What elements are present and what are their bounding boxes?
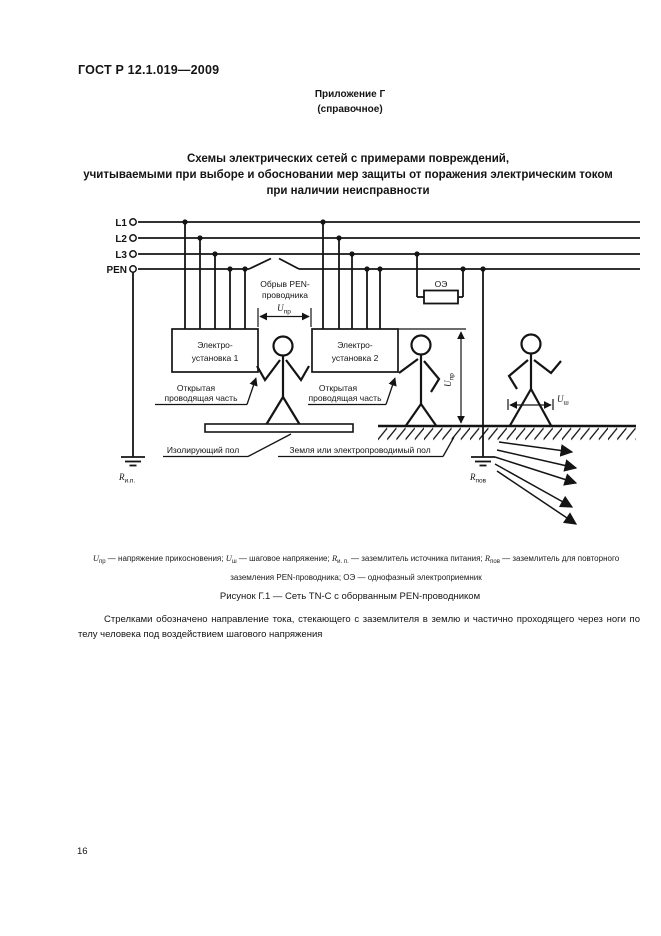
label-u-pr-top: Uпр: [277, 303, 291, 316]
svg-text:Земля или электропроводимый по: Земля или электропроводимый пол: [289, 445, 430, 455]
legend-item: Uш — шаговое напряжение;: [225, 553, 332, 565]
svg-text:Открытая: Открытая: [319, 383, 358, 393]
installation-1-box: Электро- установка 1: [171, 328, 259, 373]
label-l2: L2: [115, 234, 127, 245]
taps-installation-2: [320, 219, 383, 330]
section-title-line2: учитываемыми при выборе и обосновании ме…: [83, 169, 613, 181]
break-label-line2: проводника: [262, 290, 308, 300]
page-number: 16: [77, 846, 88, 857]
label-oz: ОЭ: [435, 279, 448, 289]
label-l3: L3: [115, 250, 127, 261]
label-u-sh: Uш: [557, 394, 569, 407]
installation-2-box: Электро- установка 2: [311, 328, 399, 373]
dimension-u-pr-right: [398, 328, 466, 424]
installation-1-label-line2: установка 1: [192, 353, 239, 363]
svg-text:Изолирующий пол: Изолирующий пол: [167, 445, 239, 455]
legend-item: Uпр — напряжение прикосновения;: [92, 553, 226, 565]
pen-break-tick-left: [248, 257, 272, 270]
current-spread-arrows: [494, 441, 578, 525]
section-title: Схемы электрических сетей с примерами по…: [38, 151, 658, 199]
callout-exposed-part-right: Открытая проводящая часть: [308, 377, 397, 406]
section-title-line1: Схемы электрических сетей с примерами по…: [186, 153, 510, 165]
legend-item: Rпов — заземлитель для повторного заземл…: [230, 553, 620, 582]
terminal-circle-l2: [129, 234, 137, 242]
person-3: [507, 333, 562, 427]
appendix-subtitle: (справочное): [317, 104, 383, 115]
single-phase-load: [414, 251, 466, 305]
svg-text:Открытая: Открытая: [177, 383, 216, 393]
callout-insulating-floor: Изолирующий пол: [163, 433, 292, 458]
pen-break-tick-right: [278, 257, 300, 270]
figure-legend: Uпр — напряжение прикосновения; Uш — шаг…: [70, 551, 642, 585]
svg-text:проводящая часть: проводящая часть: [309, 393, 383, 403]
callout-exposed-part-left: Открытая проводящая часть: [155, 377, 258, 406]
installation-2-label-line2: установка 2: [332, 353, 379, 363]
person-2: [398, 334, 441, 427]
svg-text:проводящая часть: проводящая часть: [165, 393, 239, 403]
bus-labels: L1 L2 L3 PEN: [106, 218, 127, 276]
standard-reference: ГОСТ Р 12.1.019—2009: [78, 63, 220, 77]
figure-caption: Рисунок Г.1 — Сеть TN-C с оборванным PEN…: [219, 591, 481, 602]
callout-conductive-ground: Земля или электропроводимый пол: [278, 436, 455, 458]
note-paragraph: Стрелками обозначено направление тока, с…: [78, 614, 640, 640]
pen-break-callout: Обрыв PEN- проводника: [260, 279, 310, 300]
legend-item: ОЭ — однофазный электроприемник: [343, 573, 482, 582]
taps-installation-1: [182, 219, 248, 330]
installation-1-label-line1: Электро-: [197, 340, 233, 350]
label-u-pr-right: Uпр: [443, 373, 456, 387]
appendix-heading: Приложение Г (справочное): [60, 87, 640, 117]
terminal-circle-pen: [129, 265, 137, 273]
terminal-circle-l1: [129, 218, 137, 226]
insulating-floor: [204, 423, 354, 433]
dimension-u-pr-top: [257, 308, 312, 327]
installation-2-label-line1: Электро-: [337, 340, 373, 350]
source-earth-conductor: [121, 272, 145, 467]
bus-lines: [129, 218, 640, 273]
legend-item: Rи. п. — заземлитель источника питания;: [331, 553, 485, 565]
label-r-pov: Rпов: [469, 472, 487, 485]
label-r-ip: Rи.п.: [118, 472, 135, 485]
dimension-u-sh: [507, 399, 554, 410]
person-1: [256, 335, 310, 426]
terminal-circle-l3: [129, 250, 137, 258]
conductive-ground: [378, 424, 636, 441]
break-label-line1: Обрыв PEN-: [260, 279, 310, 289]
appendix-title: Приложение Г: [314, 89, 386, 100]
label-pen: PEN: [106, 265, 127, 276]
label-l1: L1: [115, 218, 127, 229]
section-title-line3: при наличии неисправности: [266, 185, 430, 197]
